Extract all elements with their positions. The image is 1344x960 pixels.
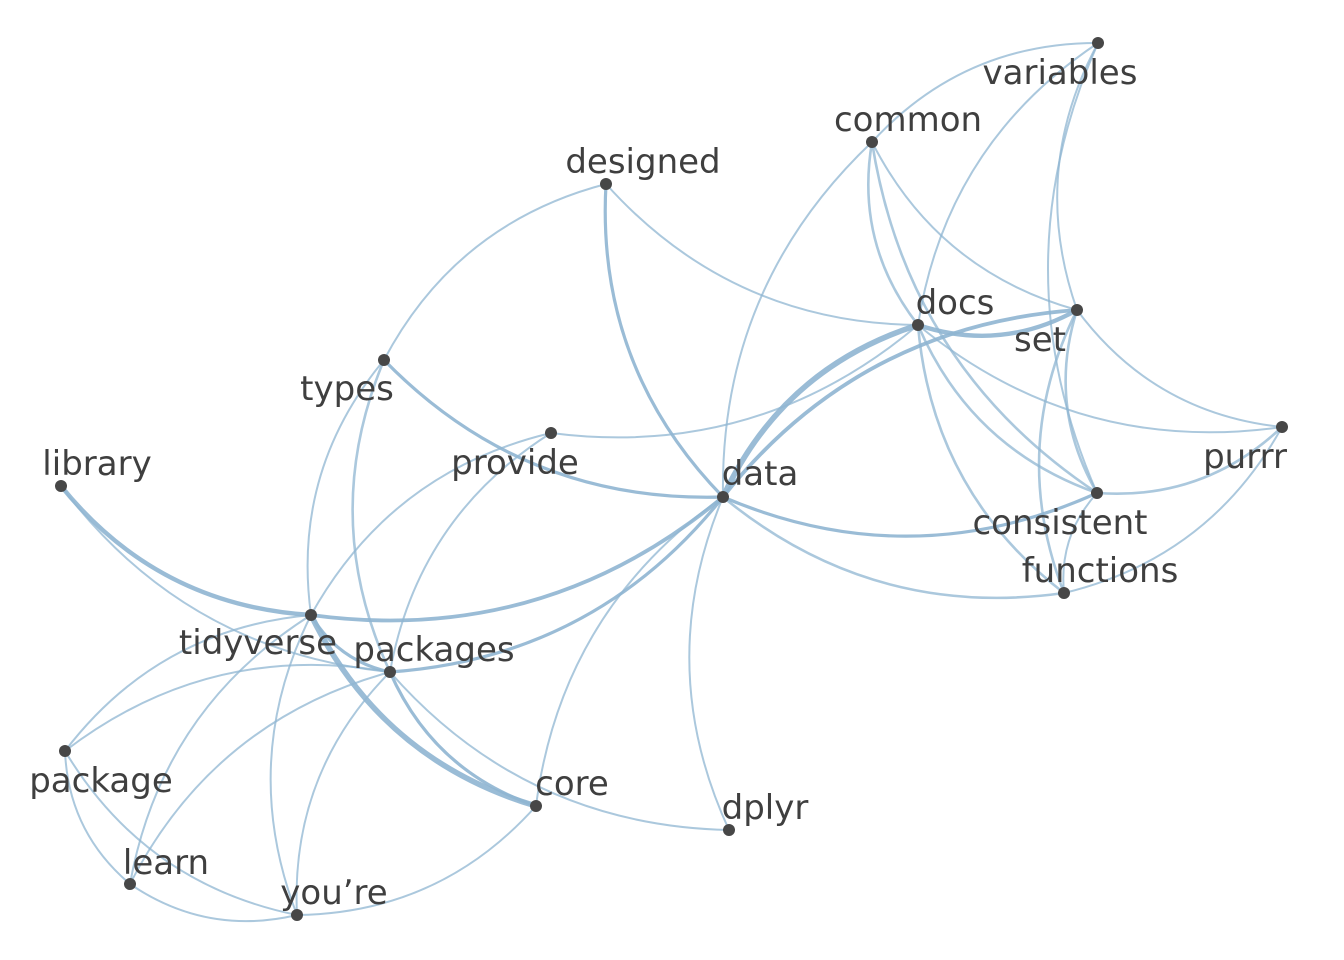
node-label-youre: you’re	[280, 873, 387, 913]
edge-set-data	[721, 308, 1079, 499]
node-label-tidyverse: tidyverse	[179, 623, 337, 663]
edge-set-purrr	[1076, 309, 1283, 428]
edge-data-consistent	[721, 491, 1099, 538]
node-label-data: data	[722, 454, 799, 494]
node-provide	[545, 427, 557, 439]
edge-packages-package	[64, 663, 391, 752]
edge-data-functions	[721, 495, 1066, 600]
node-label-provide: provide	[451, 443, 579, 483]
edge-common-docs	[867, 140, 920, 327]
edge-docs-consistent	[916, 323, 1099, 495]
edge-variables-consistent	[1047, 42, 1099, 494]
edge-package-youre	[64, 750, 298, 916]
node-label-library: library	[42, 444, 151, 484]
edge-variables-docs	[917, 42, 1099, 326]
node-common	[866, 136, 878, 148]
edge-packages-youre	[295, 671, 391, 916]
edge-docs-functions	[916, 323, 1066, 595]
node-label-designed: designed	[565, 142, 720, 182]
node-label-core: core	[535, 764, 609, 804]
node-layer	[55, 37, 1288, 921]
edge-variables-set	[1056, 42, 1099, 311]
edge-data-core	[535, 496, 724, 807]
node-types	[378, 354, 390, 366]
edge-library-tidyverse	[58, 483, 314, 618]
node-label-common: common	[834, 100, 982, 140]
edge-data-dplyr	[688, 496, 730, 831]
node-label-package: package	[29, 761, 173, 801]
node-package	[59, 745, 71, 757]
edge-provide-docs	[550, 324, 919, 439]
node-label-functions: functions	[1022, 551, 1179, 591]
edge-common-consistent	[870, 140, 1099, 495]
node-youre	[291, 909, 303, 921]
edge-provide-packages	[389, 432, 552, 673]
edge-set-consistent	[1064, 308, 1099, 495]
edge-functions-purrr	[1063, 426, 1283, 594]
node-label-consistent: consistent	[972, 503, 1147, 543]
edge-types-data	[382, 358, 725, 499]
edge-designed-types	[383, 183, 607, 361]
edge-learn-youre	[129, 883, 298, 923]
node-consistent	[1091, 487, 1103, 499]
node-label-purrr: purrr	[1203, 437, 1287, 477]
node-purrr	[1276, 421, 1288, 433]
edge-youre-core	[296, 805, 537, 916]
edge-consistent-functions	[1062, 492, 1098, 594]
node-packages	[384, 666, 396, 678]
edge-packages-learn	[129, 671, 391, 885]
edge-set-functions	[1037, 308, 1079, 595]
node-library	[55, 480, 67, 492]
node-label-set: set	[1014, 320, 1066, 360]
node-data	[717, 491, 729, 503]
node-core	[530, 800, 542, 812]
node-learn	[124, 878, 136, 890]
edge-types-packages	[351, 358, 392, 674]
node-dplyr	[723, 824, 735, 836]
edge-consistent-purrr	[1095, 425, 1284, 495]
edge-packages-dplyr	[389, 671, 730, 831]
node-designed	[600, 178, 612, 190]
node-label-dplyr: dplyr	[722, 788, 809, 828]
edge-packages-core	[388, 670, 538, 808]
node-variables	[1092, 37, 1104, 49]
edge-provide-tidyverse	[310, 432, 552, 616]
edge-docs-purrr	[917, 324, 1283, 434]
node-docs	[912, 319, 924, 331]
node-tidyverse	[305, 609, 317, 621]
node-functions	[1058, 587, 1070, 599]
edge-tidyverse-package	[64, 614, 312, 752]
edge-common-set	[871, 141, 1078, 311]
edge-tidyverse-data	[309, 495, 725, 623]
node-label-types: types	[300, 369, 394, 409]
edge-common-data	[721, 141, 873, 498]
node-label-packages: packages	[353, 630, 514, 670]
edge-layer	[58, 41, 1284, 923]
edge-tidyverse-core	[308, 612, 539, 809]
edge-designed-data	[603, 182, 725, 499]
edge-packages-data	[388, 495, 725, 674]
edge-types-tidyverse	[306, 359, 385, 616]
node-label-learn: learn	[123, 843, 209, 883]
node-label-variables: variables	[983, 53, 1138, 93]
edge-package-learn	[64, 750, 131, 885]
node-label-docs: docs	[916, 283, 995, 323]
edge-docs-data	[720, 322, 921, 500]
edge-tidyverse-learn	[129, 614, 312, 885]
edge-designed-docs	[605, 183, 919, 326]
edge-tidyverse-youre	[269, 614, 312, 916]
node-set	[1071, 304, 1083, 316]
edge-variables-common	[871, 41, 1099, 143]
